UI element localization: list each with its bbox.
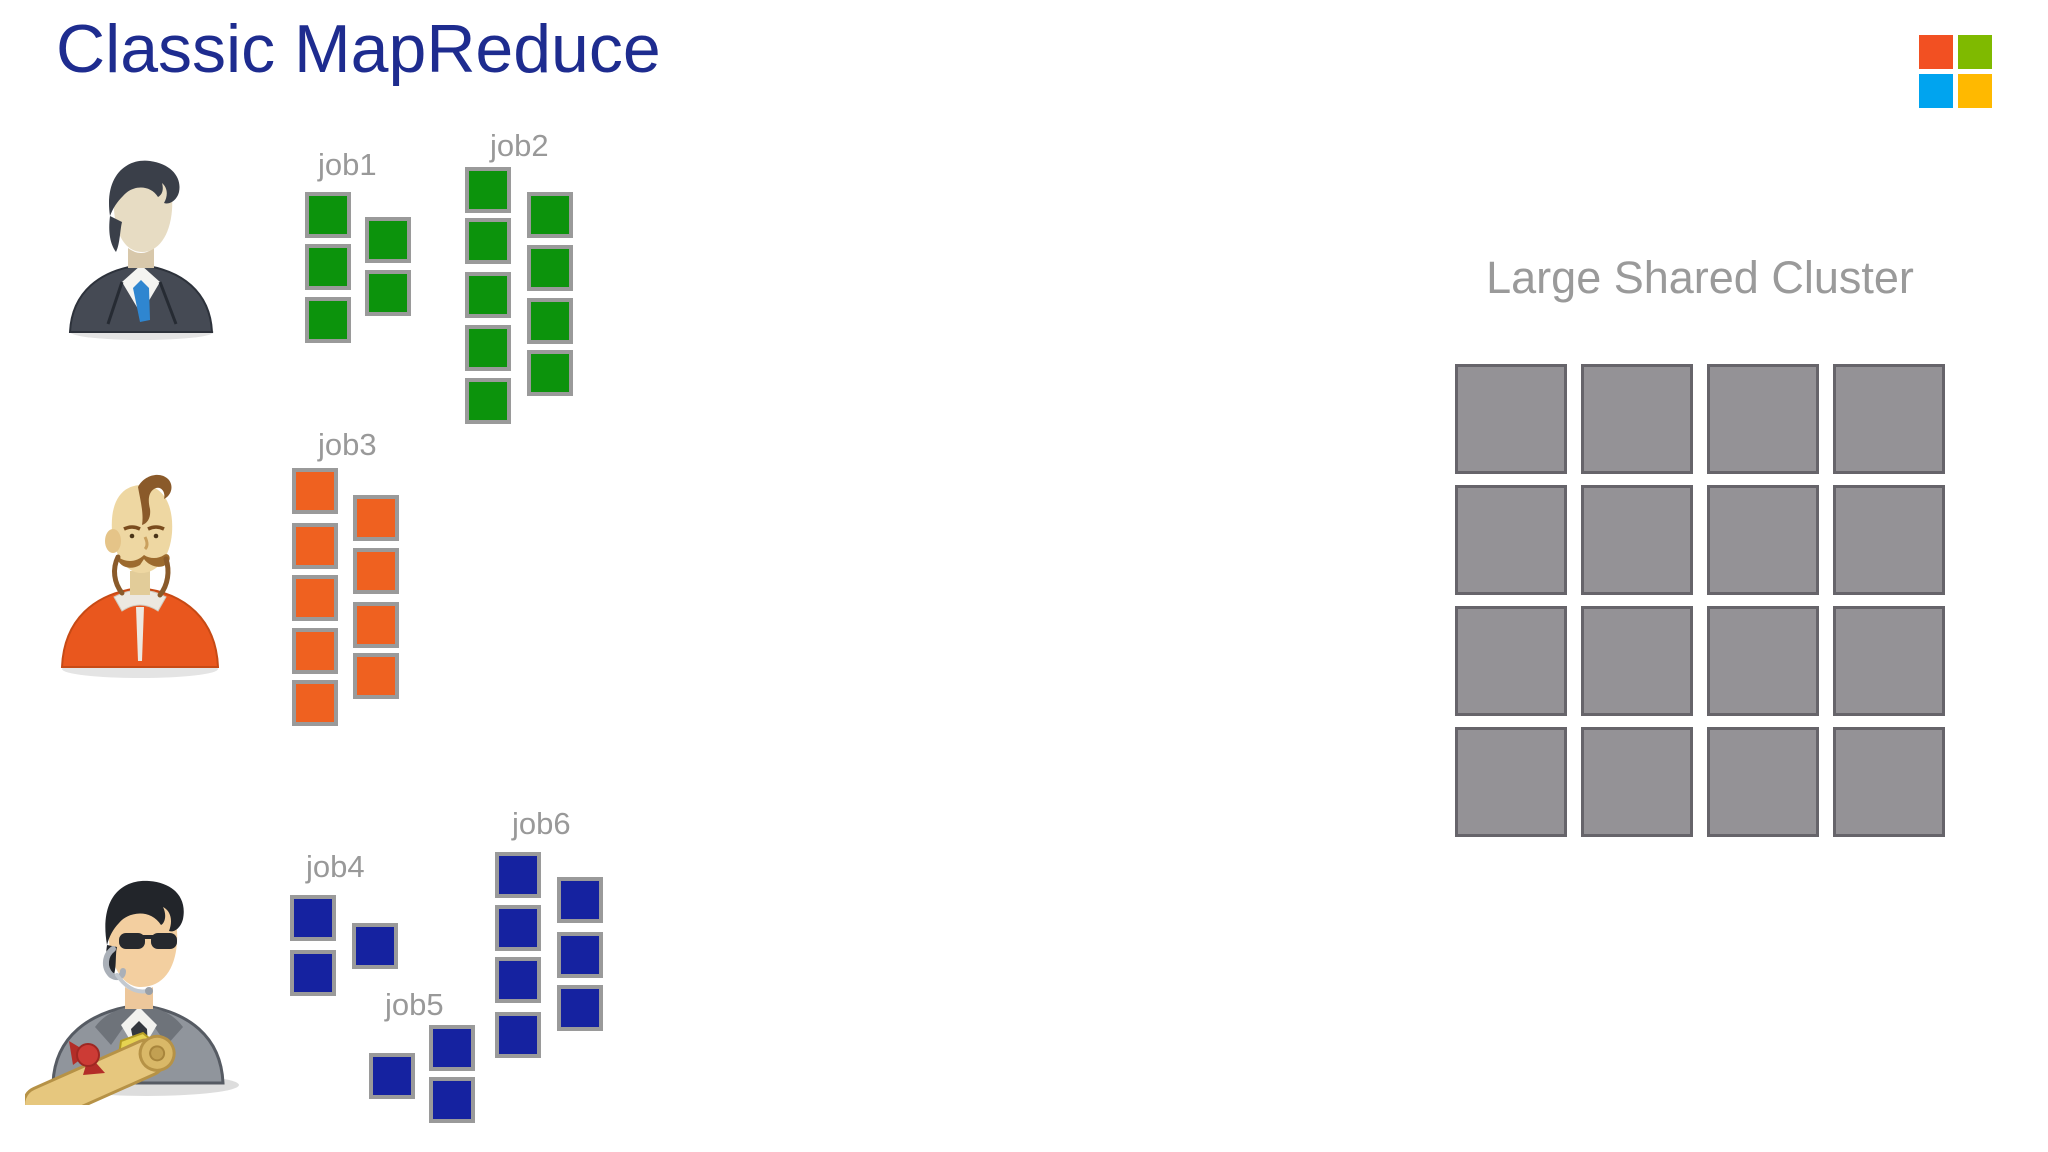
microsoft-logo-icon	[1919, 35, 1992, 108]
cluster-node-cell	[1833, 606, 1945, 716]
cluster-node-cell	[1707, 727, 1819, 837]
job-task-block	[557, 985, 603, 1031]
cluster-node-cell	[1455, 606, 1567, 716]
job-task-block	[465, 325, 511, 371]
job-task-block	[292, 575, 338, 621]
job-task-block	[369, 1053, 415, 1099]
job-label: job2	[490, 128, 549, 163]
job-task-block	[557, 932, 603, 978]
job-task-block	[465, 218, 511, 264]
job-task-block	[292, 628, 338, 674]
cluster-node-cell	[1581, 485, 1693, 595]
microsoft-logo-square	[1919, 74, 1953, 108]
job-label: job3	[318, 427, 377, 462]
microsoft-logo-square	[1919, 35, 1953, 69]
microsoft-logo-square	[1958, 35, 1992, 69]
job-task-block	[557, 877, 603, 923]
job-label: job5	[385, 987, 444, 1022]
job-task-block	[292, 468, 338, 514]
job-task-block	[495, 905, 541, 951]
job-task-block	[290, 950, 336, 996]
job-task-block	[292, 680, 338, 726]
job-task-block	[495, 957, 541, 1003]
businessman-avatar-icon	[60, 150, 222, 342]
cluster-grid	[1455, 364, 1945, 837]
job-task-block	[495, 852, 541, 898]
job-label: job1	[318, 147, 377, 182]
job-task-block	[305, 244, 351, 290]
job-label: job4	[306, 849, 365, 884]
cluster-node-cell	[1455, 364, 1567, 474]
job-task-block	[527, 350, 573, 396]
secret-agent-avatar-icon	[25, 843, 253, 1105]
job-task-block	[527, 192, 573, 238]
job-task-block	[465, 378, 511, 424]
job-task-block	[527, 245, 573, 291]
cluster-node-cell	[1707, 606, 1819, 716]
cluster-node-cell	[1707, 485, 1819, 595]
job-task-block	[292, 523, 338, 569]
job-task-block	[353, 548, 399, 594]
job-task-block	[290, 895, 336, 941]
job-task-block	[305, 297, 351, 343]
cluster-node-cell	[1581, 606, 1693, 716]
job-task-block	[365, 217, 411, 263]
cluster-node-cell	[1581, 727, 1693, 837]
cluster-node-cell	[1707, 364, 1819, 474]
job-task-block	[353, 602, 399, 648]
job-task-block	[353, 495, 399, 541]
cluster-node-cell	[1455, 727, 1567, 837]
job-task-block	[495, 1012, 541, 1058]
cluster-node-cell	[1455, 485, 1567, 595]
job-task-block	[465, 167, 511, 213]
cluster-title: Large Shared Cluster	[1486, 252, 1914, 303]
job-task-block	[365, 270, 411, 316]
microsoft-logo-square	[1958, 74, 1992, 108]
job-task-block	[353, 653, 399, 699]
job-task-block	[429, 1077, 475, 1123]
cluster-node-cell	[1581, 364, 1693, 474]
cluster-node-cell	[1833, 485, 1945, 595]
page-title: Classic MapReduce	[56, 11, 661, 87]
job-task-block	[527, 298, 573, 344]
cossack-avatar-icon	[52, 455, 230, 680]
job-task-block	[352, 923, 398, 969]
job-task-block	[305, 192, 351, 238]
cluster-node-cell	[1833, 727, 1945, 837]
job-task-block	[429, 1025, 475, 1071]
job-task-block	[465, 272, 511, 318]
cluster-node-cell	[1833, 364, 1945, 474]
job-label: job6	[512, 806, 571, 841]
